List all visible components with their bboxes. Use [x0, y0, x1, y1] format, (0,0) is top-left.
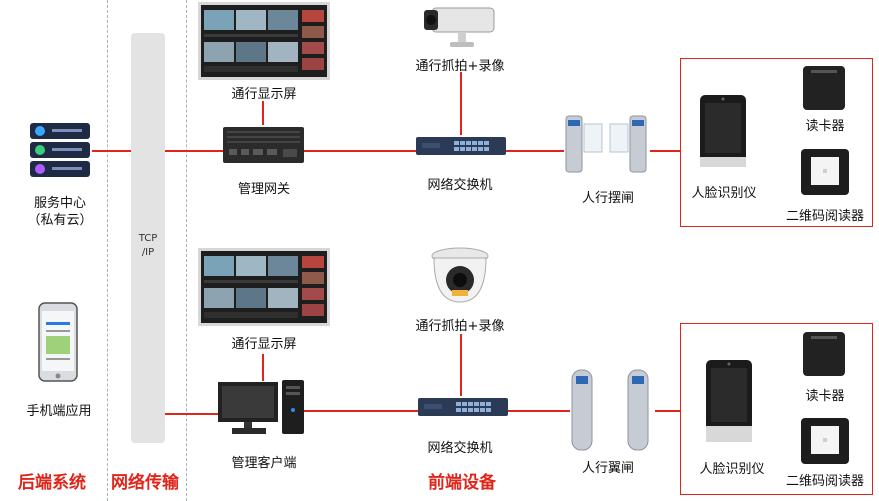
top-camera-label: 通行抓拍+录像: [415, 59, 505, 74]
server-icon: [30, 123, 90, 177]
bullet-camera-icon: [424, 7, 495, 47]
client-pc-icon: [218, 380, 304, 434]
bottom-camera-label: 通行抓拍+录像: [415, 319, 505, 334]
bottom-switch-icon: [418, 398, 508, 416]
bottom-face-device-icon: [706, 360, 752, 442]
swing-gate-label: 人行摆闸: [581, 191, 634, 206]
monitor-display-icon: [198, 2, 330, 80]
swing-gate-icon: [565, 115, 647, 173]
wing-gate-icon: [571, 369, 649, 451]
phone-icon: [38, 302, 78, 382]
section-frontend: 前端设备: [428, 473, 496, 493]
link-monitor2-client: [262, 354, 264, 381]
bottom-switch-label: 网络交换机: [427, 441, 493, 456]
bottom-qr-label: 二维码阅读器: [785, 474, 864, 489]
link-switch-gate: [506, 150, 564, 152]
top-switch-icon: [416, 137, 506, 155]
gateway-label: 管理网关: [237, 182, 290, 197]
monitor-display-icon-2: [198, 248, 330, 326]
bottom-face-label: 人脸识别仪: [699, 462, 765, 477]
bottom-monitor-label: 通行显示屏: [231, 337, 297, 352]
bottom-card-reader-icon: [803, 332, 845, 376]
tcp-label-bottom: /IP: [141, 247, 155, 258]
divider-left: [107, 0, 108, 501]
link-camera2-switch: [460, 334, 462, 396]
link-gateway-switch: [304, 150, 416, 152]
link-camera-switch: [460, 72, 462, 135]
link-tcp-gateway: [165, 150, 223, 152]
top-face-label: 人脸识别仪: [691, 186, 757, 201]
bottom-card-label: 读卡器: [805, 389, 845, 404]
top-card-reader-icon: [803, 66, 845, 110]
link-client-switch: [304, 410, 418, 412]
top-monitor-label: 通行显示屏: [231, 87, 297, 102]
link-gate-facebox: [650, 150, 680, 152]
client-label: 管理客户端: [231, 456, 297, 471]
dome-camera-icon: [431, 247, 489, 303]
bottom-qr-reader-icon: [801, 418, 849, 464]
link-wing-facebox: [655, 410, 680, 412]
link-server-tcp: [92, 150, 131, 152]
top-switch-label: 网络交换机: [427, 178, 493, 193]
gateway-icon: [223, 127, 304, 163]
tcp-ip-bar: TCP /IP: [131, 33, 165, 443]
link-switch-wing: [506, 410, 570, 412]
wing-gate-label: 人行翼闸: [581, 461, 634, 476]
link-monitor-gateway: [262, 101, 264, 125]
section-network: 网络传输: [111, 473, 179, 493]
section-backend: 后端系统: [18, 473, 86, 493]
divider-mid: [186, 0, 187, 501]
server-label-1: 服务中心: [33, 196, 86, 211]
link-tcp-client: [165, 413, 220, 415]
top-qr-label: 二维码阅读器: [785, 209, 864, 224]
tcp-label-top: TCP: [138, 233, 158, 244]
server-label-2: （私有云）: [27, 213, 93, 228]
top-qr-reader-icon: [801, 149, 849, 195]
top-card-label: 读卡器: [805, 119, 845, 134]
top-face-device-icon: [700, 95, 746, 167]
phone-label: 手机端应用: [26, 404, 92, 419]
